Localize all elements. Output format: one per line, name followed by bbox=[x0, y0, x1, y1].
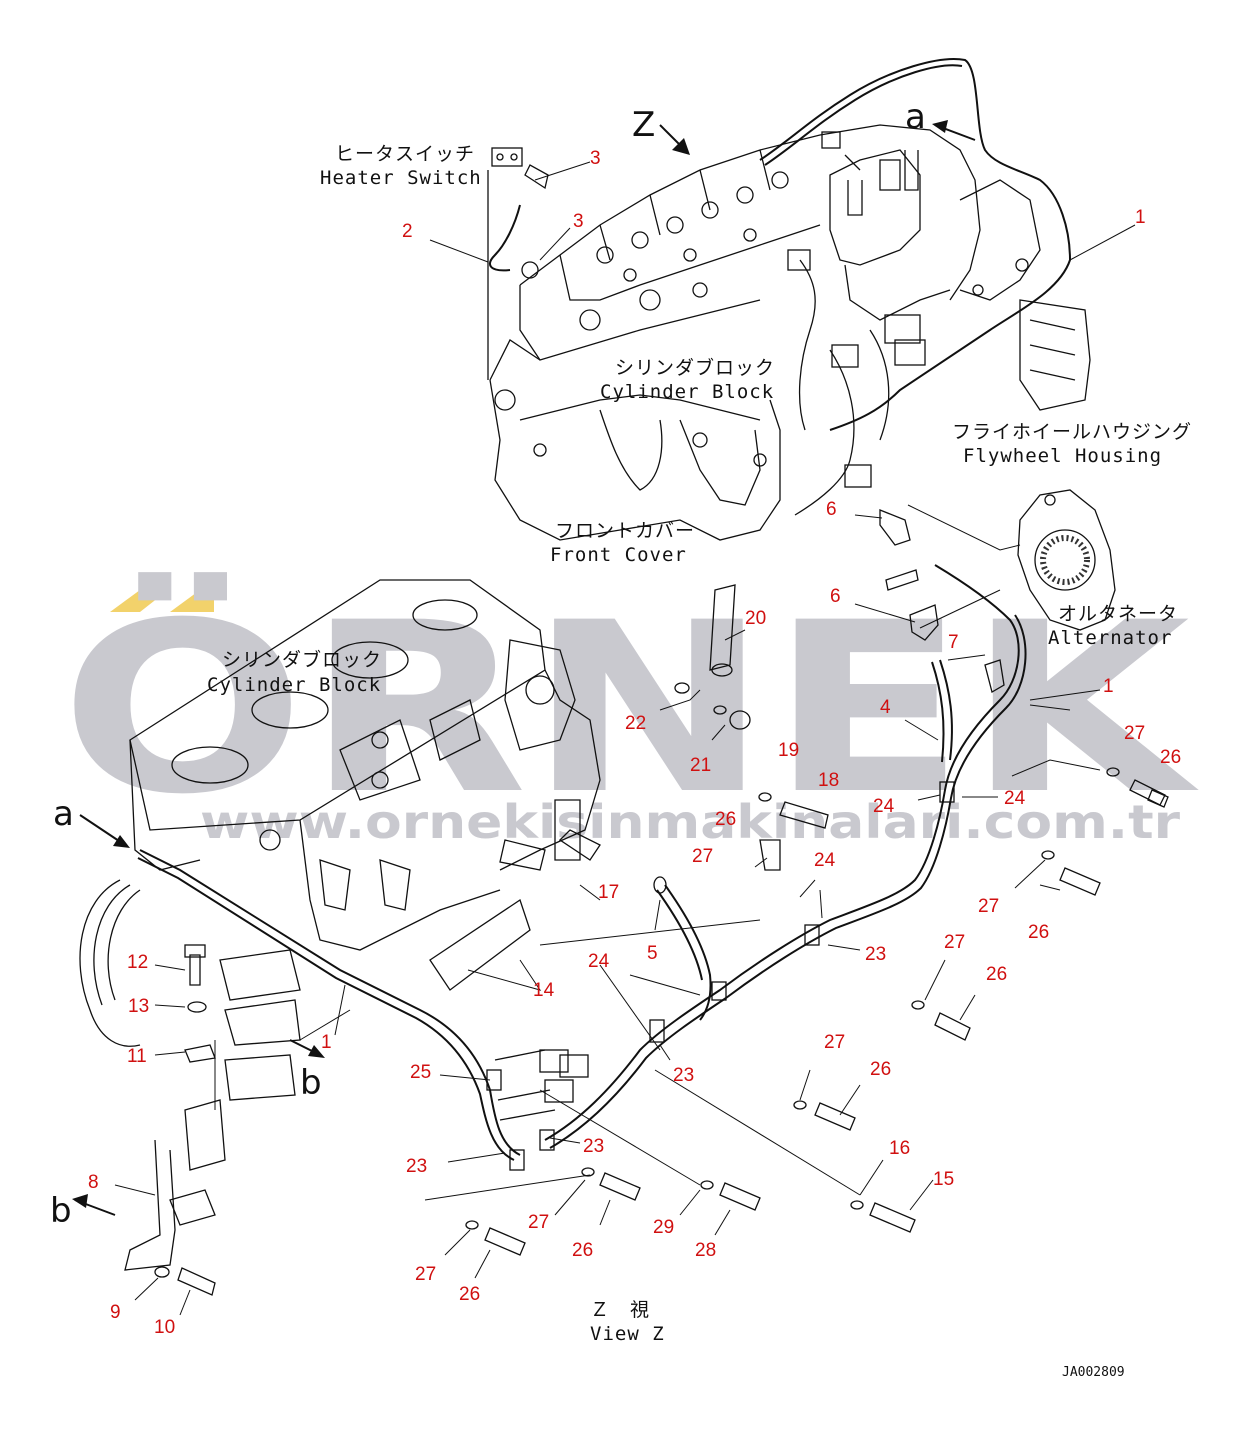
callout: 1 bbox=[321, 1032, 332, 1053]
leader-lines bbox=[72, 120, 1136, 1316]
cylinder-block2-label-jp: シリンダブロック bbox=[222, 648, 382, 671]
callout: 6 bbox=[830, 586, 841, 607]
callout: 19 bbox=[778, 740, 799, 761]
callout: 23 bbox=[673, 1065, 694, 1086]
callout: 25 bbox=[410, 1062, 431, 1083]
upper-engine-illustration bbox=[487, 58, 1091, 541]
callout: 1 bbox=[1135, 207, 1146, 228]
callout: 7 bbox=[948, 632, 959, 653]
view-letter-a-left: a bbox=[53, 794, 74, 834]
view-letter-b-left: b bbox=[50, 1191, 72, 1231]
callout: 1 bbox=[1103, 676, 1114, 697]
callout: 24 bbox=[873, 796, 895, 817]
view-letter-a-top: a bbox=[905, 97, 926, 137]
lower-engine-illustration bbox=[79, 564, 1027, 1271]
drawing-code: JA002809 bbox=[1062, 1365, 1125, 1380]
callout: 26 bbox=[870, 1059, 891, 1080]
callout: 17 bbox=[598, 882, 619, 903]
callout: 10 bbox=[154, 1317, 175, 1338]
callout: 4 bbox=[880, 697, 891, 718]
heater-switch-label-jp: ヒータスイッチ bbox=[335, 143, 475, 165]
heater-switch bbox=[487, 147, 549, 380]
component-labels: ヒータスイッチ Heater Switch シリンダブロック Cylinder … bbox=[207, 143, 1192, 1380]
callout: 27 bbox=[978, 896, 999, 917]
view-z-label-en: View Z bbox=[590, 1323, 665, 1345]
callout: 23 bbox=[406, 1156, 427, 1177]
callout: 24 bbox=[1004, 788, 1026, 809]
callout: 23 bbox=[865, 944, 886, 965]
heater-switch-label-en: Heater Switch bbox=[320, 167, 482, 189]
callout: 13 bbox=[128, 996, 149, 1017]
callout: 15 bbox=[933, 1169, 954, 1190]
callout: 18 bbox=[818, 770, 839, 791]
cylinder-block-label-en: Cylinder Block bbox=[600, 381, 774, 403]
callout: 11 bbox=[127, 1046, 147, 1067]
callout: 26 bbox=[715, 809, 736, 830]
callout: 14 bbox=[533, 980, 555, 1001]
part-number-callouts: 3 2 3 1 6 6 20 7 1 4 22 21 19 18 27 26 2… bbox=[88, 148, 1181, 1338]
view-letter-z: Z bbox=[632, 105, 655, 145]
callout: 3 bbox=[590, 148, 601, 169]
view-letters: Z a a b b bbox=[50, 97, 926, 1231]
callout: 8 bbox=[88, 1172, 99, 1193]
watermark-accent-left bbox=[110, 590, 168, 612]
callout: 27 bbox=[944, 932, 965, 953]
callout: 6 bbox=[826, 499, 837, 520]
alternator-label-en: Alternator bbox=[1048, 627, 1172, 649]
callout: 2 bbox=[402, 221, 413, 242]
callout: 26 bbox=[459, 1284, 480, 1305]
callout: 27 bbox=[528, 1212, 549, 1233]
callout: 27 bbox=[415, 1264, 436, 1285]
front-cover-label-jp: フロントカバー bbox=[555, 520, 695, 542]
view-z-label-jp: Ｚ 視 bbox=[590, 1299, 650, 1321]
callout: 20 bbox=[745, 608, 766, 629]
flywheel-housing-label-jp: フライホイールハウジング bbox=[952, 421, 1192, 443]
cylinder-block-label-jp: シリンダブロック bbox=[615, 356, 775, 379]
callout: 26 bbox=[572, 1240, 593, 1261]
callout: 16 bbox=[889, 1138, 910, 1159]
callout: 24 bbox=[814, 850, 836, 871]
callout: 9 bbox=[110, 1302, 121, 1323]
callout: 27 bbox=[692, 846, 713, 867]
callout: 26 bbox=[1160, 747, 1181, 768]
callout: 23 bbox=[583, 1136, 604, 1157]
callout: 29 bbox=[653, 1217, 674, 1238]
callout: 27 bbox=[824, 1032, 845, 1053]
callout: 12 bbox=[127, 952, 148, 973]
callout: 28 bbox=[695, 1240, 716, 1261]
callout: 24 bbox=[588, 951, 610, 972]
watermark-url: www.ornekisinmakinalari.com.tr bbox=[200, 795, 1180, 849]
view-letter-b-mid: b bbox=[300, 1063, 322, 1103]
callout: 26 bbox=[986, 964, 1007, 985]
callout: 3 bbox=[573, 211, 584, 232]
callout: 27 bbox=[1124, 723, 1145, 744]
callout: 26 bbox=[1028, 922, 1049, 943]
alternator-illustration bbox=[1017, 489, 1116, 631]
callout: 22 bbox=[625, 713, 646, 734]
watermark-brand: ÖRNEK bbox=[60, 571, 1200, 846]
flywheel-housing-label-en: Flywheel Housing bbox=[963, 445, 1162, 467]
callout: 21 bbox=[690, 755, 711, 776]
callout: 5 bbox=[647, 943, 658, 964]
cylinder-block2-label-en: Cylinder Block bbox=[207, 674, 381, 696]
front-cover-label-en: Front Cover bbox=[550, 544, 687, 566]
alternator-label-jp: オルタネータ bbox=[1058, 603, 1178, 625]
watermark: ÖRNEK www.ornekisinmakinalari.com.tr bbox=[60, 571, 1200, 849]
watermark-accent-right bbox=[170, 590, 214, 612]
hardware bbox=[154, 509, 1169, 1296]
